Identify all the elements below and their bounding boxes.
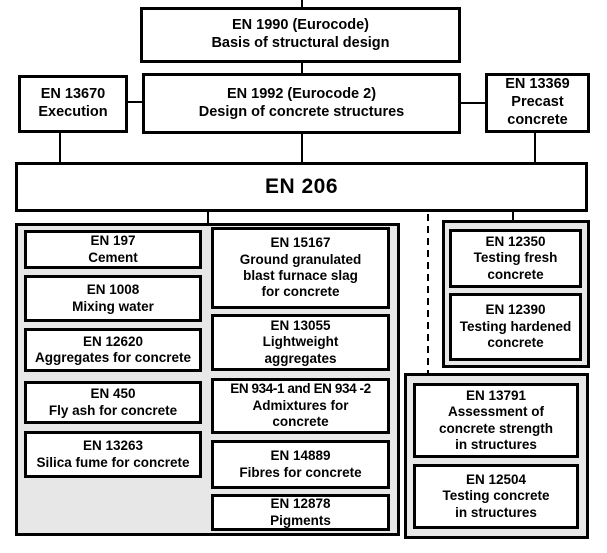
node-en206: EN 206	[15, 162, 588, 212]
standard-code: EN 934-1 and EN 934 -2	[230, 381, 371, 397]
standard-label: Mixing water	[72, 298, 154, 314]
node-en197: EN 197 Cement	[24, 230, 202, 269]
standard-label: Testing fresh concrete	[473, 250, 558, 282]
standard-label: Assessment of concrete strength in struc…	[438, 404, 554, 452]
node-en14889: EN 14889 Fibres for concrete	[211, 440, 390, 489]
dashed-connector-en206-structures-panel	[427, 214, 429, 373]
standard-code: EN 12878	[270, 496, 331, 512]
standard-label: Basis of structural design	[211, 35, 390, 51]
standard-code: EN 13369	[505, 76, 570, 93]
node-en450: EN 450 Fly ash for concrete	[24, 381, 202, 424]
standard-code: EN 1008	[86, 282, 140, 298]
node-en12878: EN 12878 Pigments	[211, 494, 390, 531]
standard-code: EN 12390	[485, 302, 546, 318]
standard-code: EN 12620	[82, 333, 144, 349]
connector-en206-materials-panel	[207, 210, 209, 224]
standard-label: Cement	[88, 249, 138, 265]
connector-en13670-en206	[59, 131, 61, 163]
standard-label: Precast concrete	[507, 94, 568, 128]
standard-code: EN 13055	[270, 317, 331, 333]
standard-label: Admixtures for concrete	[252, 397, 349, 430]
standard-label: Execution	[38, 104, 108, 120]
connector-top-stub	[301, 0, 303, 7]
node-en13670: EN 13670 Execution	[18, 75, 128, 133]
node-en1990: EN 1990 (Eurocode) Basis of structural d…	[140, 7, 461, 63]
standard-code: EN 13670	[40, 86, 106, 103]
node-en13791: EN 13791 Assessment of concrete strength…	[413, 383, 579, 458]
standard-code: EN 14889	[270, 448, 331, 464]
standard-code: EN 12350	[485, 233, 546, 249]
node-en12390: EN 12390 Testing hardened concrete	[449, 293, 582, 361]
connector-en206-testing-panel	[512, 210, 514, 221]
standard-code: EN 15167	[270, 235, 331, 251]
standard-label: Silica fume for concrete	[36, 454, 190, 470]
node-en1992: EN 1992 (Eurocode 2) Design of concrete …	[142, 73, 461, 134]
standard-label: Lightweight aggregates	[262, 334, 339, 366]
standard-code: EN 1992 (Eurocode 2)	[226, 85, 377, 102]
standard-code: EN 12504	[465, 471, 527, 487]
standard-code: EN 13263	[82, 438, 144, 454]
node-en12504: EN 12504 Testing concrete in structures	[413, 464, 579, 529]
connector-en1992-en206	[301, 132, 303, 163]
node-en934: EN 934-1 and EN 934 -2 Admixtures for co…	[211, 378, 390, 434]
standard-code: EN 450	[90, 386, 136, 402]
node-en12620: EN 12620 Aggregates for concrete	[24, 328, 202, 372]
standard-label: Design of concrete structures	[198, 103, 405, 120]
connector-en1990-en1992	[301, 61, 303, 73]
standard-code: EN 206	[264, 175, 339, 199]
connector-en1992-en13369	[459, 102, 486, 104]
standard-label: Testing concrete in structures	[442, 488, 550, 520]
node-en15167: EN 15167 Ground granulated blast furnace…	[211, 227, 390, 309]
standard-label: Aggregates for concrete	[34, 350, 192, 365]
standard-label: Testing hardened concrete	[459, 318, 572, 351]
connector-en13369-en206	[534, 131, 536, 163]
standard-code: EN 13791	[465, 387, 527, 403]
node-en13263: EN 13263 Silica fume for concrete	[24, 431, 202, 478]
standard-label: Fly ash for concrete	[48, 402, 178, 418]
node-en12350: EN 12350 Testing fresh concrete	[449, 229, 582, 288]
node-en13055: EN 13055 Lightweight aggregates	[211, 314, 390, 371]
standard-label: Fibres for concrete	[239, 464, 362, 480]
node-en13369: EN 13369 Precast concrete	[485, 73, 590, 133]
standard-label: Pigments	[270, 512, 331, 528]
node-en1008: EN 1008 Mixing water	[24, 275, 202, 322]
connector-en13670-en1992	[126, 101, 143, 103]
standard-code: EN 197	[90, 233, 136, 249]
standard-code: EN 1990 (Eurocode)	[232, 17, 369, 34]
standard-label: Ground granulated blast furnace slag for…	[239, 251, 362, 300]
